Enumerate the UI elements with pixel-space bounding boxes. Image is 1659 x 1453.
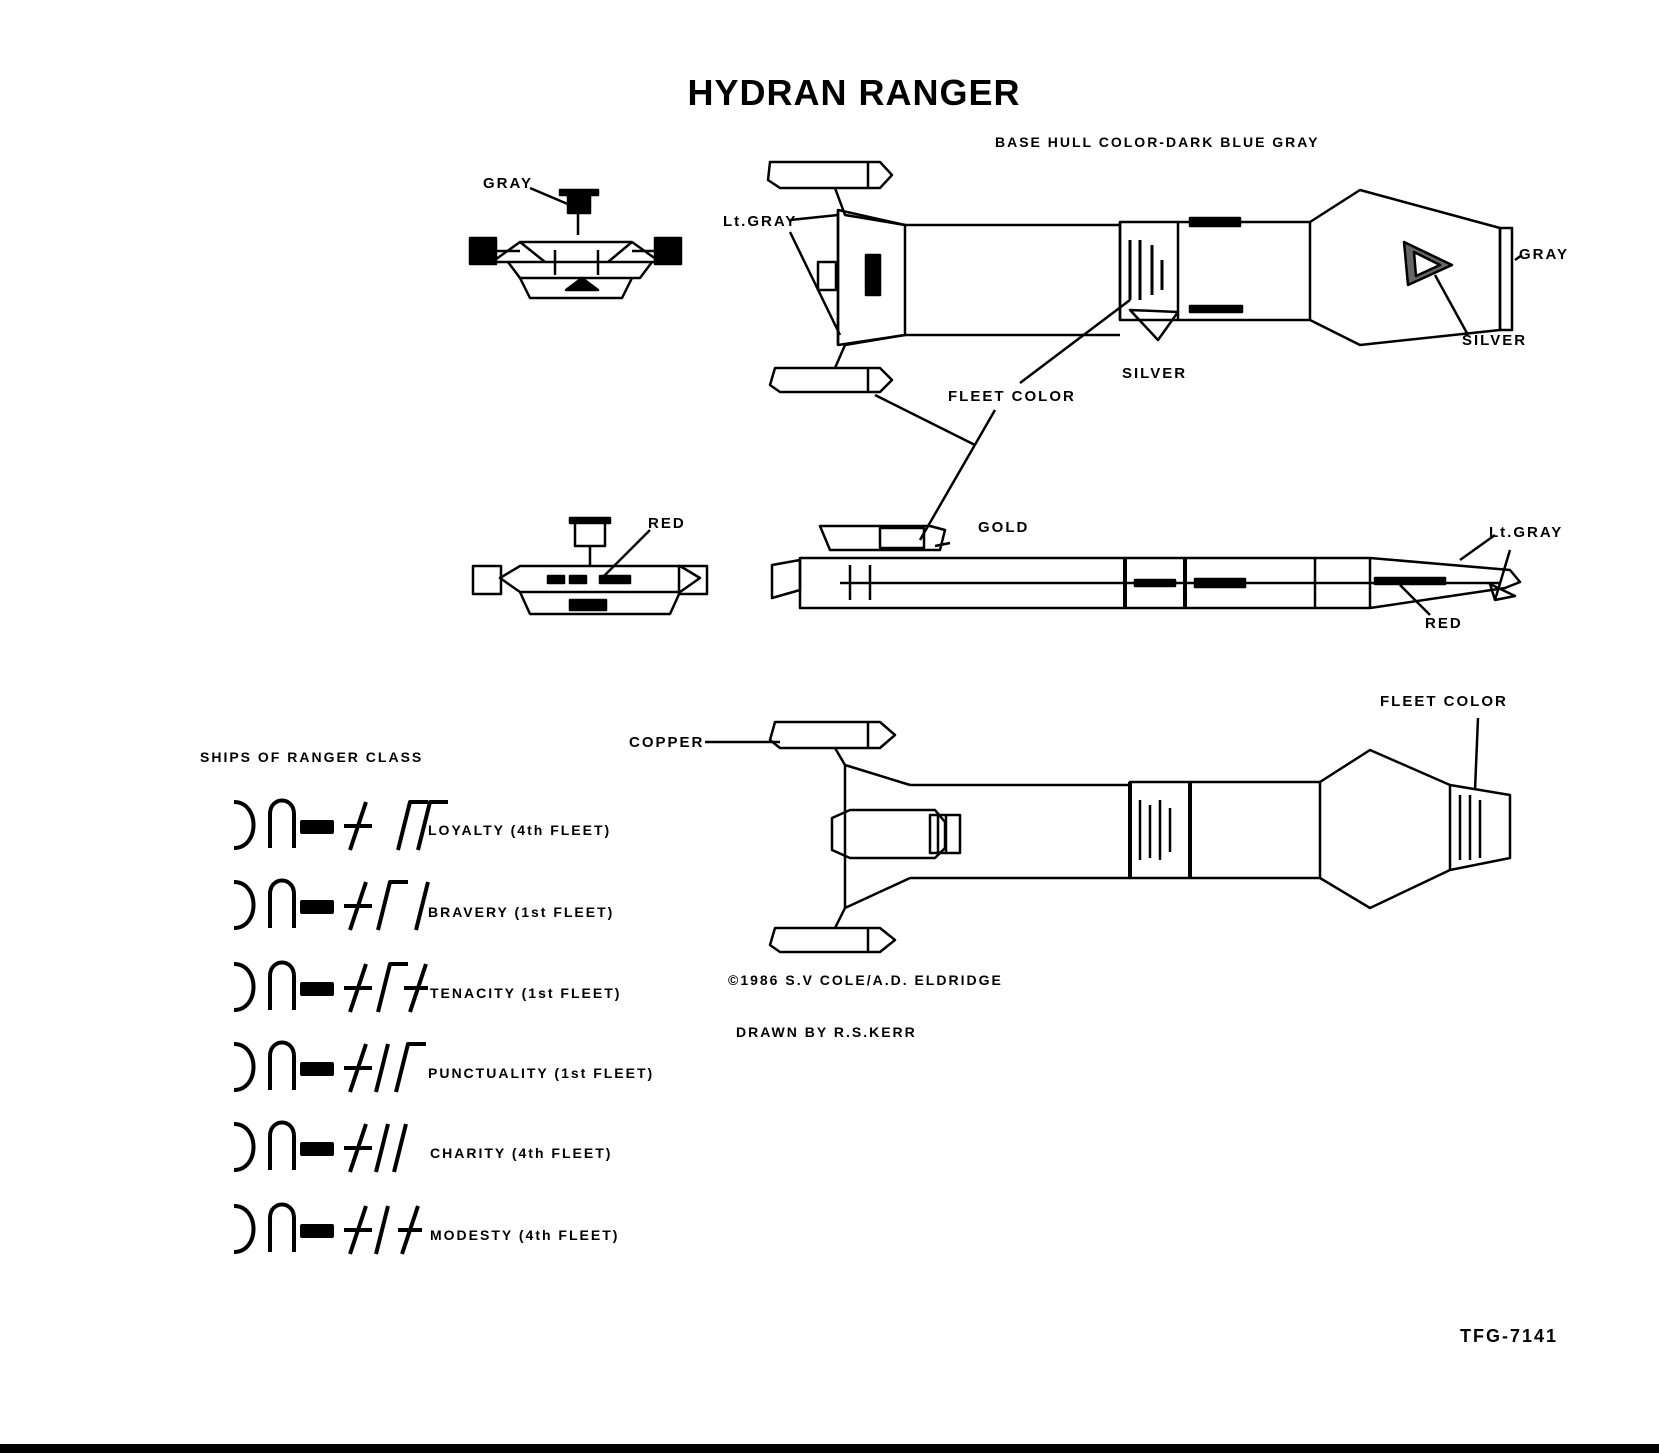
glyph-loyalty — [233, 798, 448, 851]
ship-name: BRAVERY (1st FLEET) — [428, 904, 615, 920]
ship-name: CHARITY (4th FLEET) — [430, 1145, 613, 1161]
callout-gray-aft: GRAY — [1519, 246, 1569, 263]
callout-silver-mid: SILVER — [1122, 365, 1188, 382]
callout-red-aft: RED — [1425, 615, 1463, 632]
top-view-ship — [766, 160, 1514, 394]
glyph-bravery — [233, 878, 430, 931]
leader-lines — [529, 186, 1523, 791]
callout-copper: COPPER — [629, 734, 705, 751]
callout-gold: GOLD — [978, 519, 1030, 536]
callout-lt-gray-side: Lt.GRAY — [1489, 524, 1564, 541]
ship-name: LOYALTY (4th FLEET) — [428, 822, 612, 838]
glyph-set — [233, 798, 448, 1255]
callout-fleet-color-bottom: FLEET COLOR — [1380, 693, 1508, 710]
glyph-tenacity — [233, 960, 428, 1013]
ship-name: TENACITY (1st FLEET) — [430, 985, 622, 1001]
front-view-side — [471, 516, 709, 616]
ships-heading: SHIPS OF RANGER CLASS — [200, 749, 424, 765]
glyph-modesty — [233, 1202, 422, 1255]
copyright-note: ©1986 S.V COLE/A.D. ELDRIDGE — [728, 972, 1003, 988]
base-hull-note: BASE HULL COLOR-DARK BLUE GRAY — [995, 134, 1320, 150]
callout-lt-gray-top: Lt.GRAY — [723, 213, 798, 230]
glyph-charity — [233, 1120, 408, 1173]
callout-fleet-color-top: FLEET COLOR — [948, 388, 1076, 405]
drawn-by-note: DRAWN BY R.S.KERR — [736, 1024, 917, 1040]
glyph-punctuality — [233, 1040, 426, 1093]
callout-gray-front: GRAY — [483, 175, 533, 192]
ship-name: PUNCTUALITY (1st FLEET) — [428, 1065, 655, 1081]
front-view-top — [468, 188, 683, 300]
callout-red-side: RED — [648, 515, 686, 532]
page-title: HYDRAN RANGER — [687, 72, 1021, 113]
bottom-view-ship — [768, 720, 1512, 954]
callout-silver-aft: SILVER — [1462, 332, 1528, 349]
bottom-border — [0, 1444, 1659, 1453]
catalog-code: TFG-7141 — [1460, 1326, 1559, 1346]
ship-name: MODESTY (4th FLEET) — [430, 1227, 620, 1243]
side-view-ship — [770, 524, 1522, 610]
